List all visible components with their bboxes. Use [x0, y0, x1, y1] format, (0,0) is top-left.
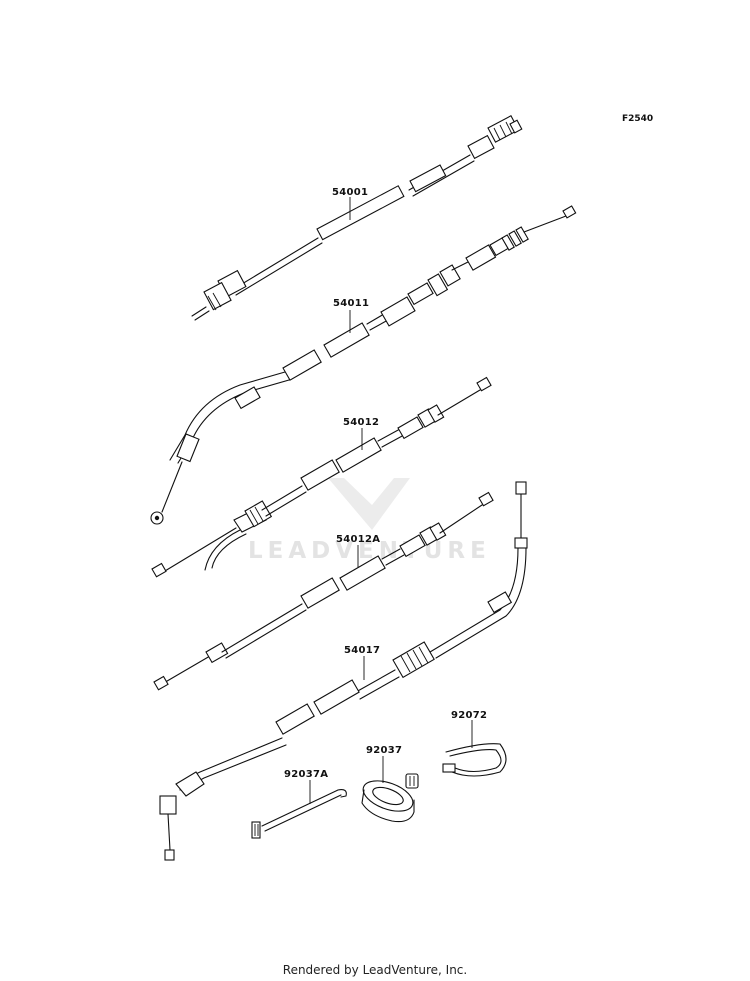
part-54001-cable[interactable]	[191, 115, 523, 321]
part-54011-cable[interactable]	[150, 205, 577, 525]
part-number-54001: 54001	[332, 187, 368, 198]
part-number-92037: 92037	[366, 745, 402, 756]
part-number-54012A: 54012A	[336, 534, 380, 545]
part-92072-callout[interactable]: 92072	[451, 710, 487, 748]
part-54001-callout[interactable]: 54001	[332, 187, 368, 220]
watermark-text: LEADVENTURE	[248, 538, 491, 564]
part-54012-cable[interactable]	[151, 376, 492, 578]
part-54017-callout[interactable]: 54017	[344, 645, 380, 680]
part-54017-cable[interactable]	[159, 481, 528, 861]
part-92072-band[interactable]	[442, 743, 507, 777]
part-54011-callout[interactable]: 54011	[333, 298, 369, 333]
part-54012A-callout[interactable]: 54012A	[336, 534, 380, 568]
part-number-92037A: 92037A	[284, 769, 328, 780]
part-92037A-callout[interactable]: 92037A	[284, 769, 328, 804]
part-92037-callout[interactable]: 92037	[366, 745, 402, 783]
watermark-logo-icon	[328, 478, 410, 530]
part-number-54011: 54011	[333, 298, 369, 309]
part-number-54012: 54012	[343, 417, 379, 428]
part-number-92072: 92072	[451, 710, 487, 721]
footer-credit: Rendered by LeadVenture, Inc.	[282, 963, 468, 977]
part-54012A-cable[interactable]	[153, 491, 494, 691]
part-92037A-band[interactable]	[251, 789, 347, 839]
part-92037-holder[interactable]	[359, 773, 419, 823]
part-number-54017: 54017	[344, 645, 380, 656]
watermark: LEADVENTURE	[248, 478, 491, 564]
part-54012-callout[interactable]: 54012	[343, 417, 379, 450]
figure-code: F2540	[622, 114, 653, 124]
